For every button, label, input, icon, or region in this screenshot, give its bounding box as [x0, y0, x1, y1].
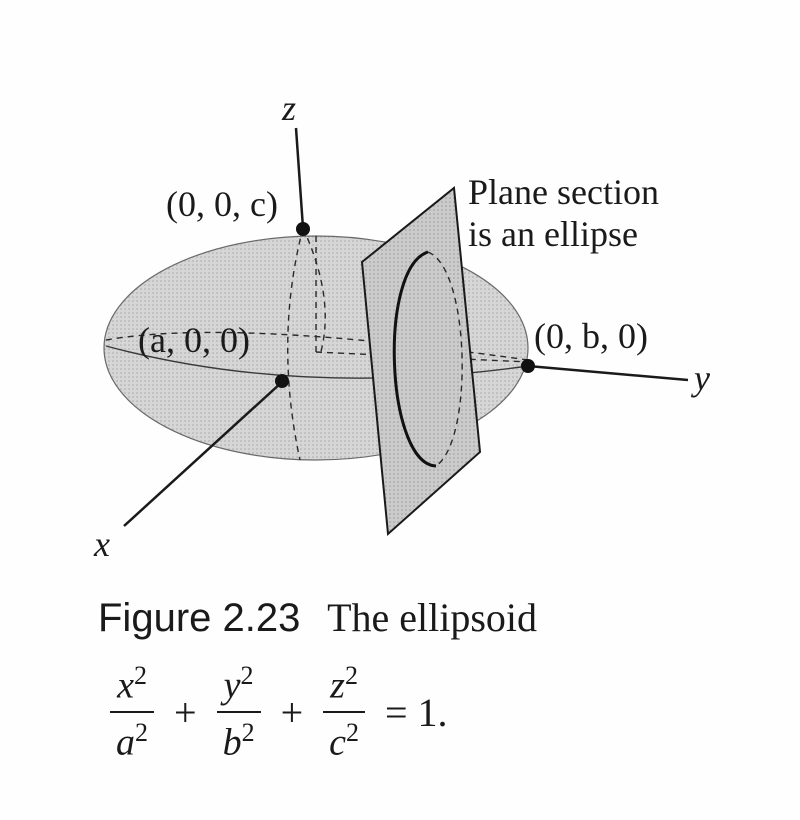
fraction-x-denominator: a [116, 721, 135, 764]
fraction-y-denominator: b [222, 721, 242, 764]
exponent: 2 [133, 661, 147, 690]
fraction-y-numerator: y [223, 664, 241, 707]
exponent: 2 [346, 717, 359, 747]
plus-sign: + [280, 690, 304, 736]
fraction-bar [323, 710, 365, 713]
exponent: 2 [135, 717, 148, 747]
plane-ellipse-hidden [427, 251, 463, 467]
exponent: 2 [240, 661, 254, 690]
figure-label: Figure 2.23 [98, 596, 301, 640]
figure-caption: Figure 2.23 The ellipsoid [98, 595, 538, 640]
z-axis-label: z [281, 88, 296, 128]
x-axis-label: x [93, 524, 110, 564]
plus-sign: + [174, 690, 197, 736]
fraction-y: y2 b2 [216, 661, 261, 764]
figure-title: The ellipsoid [327, 595, 538, 640]
point-front [275, 374, 289, 388]
cutting-plane [360, 186, 482, 537]
point-top-label: (0, 0, c) [166, 184, 278, 224]
fraction-x-numerator: x [117, 664, 134, 707]
fraction-z-denominator: c [329, 721, 346, 764]
ellipsoid-diagram: z y x (0, 0, c) (a, 0, 0) (0, b, 0) Plan… [93, 88, 710, 564]
point-right-label: (0, b, 0) [534, 316, 648, 356]
point-right [521, 359, 535, 373]
callout-line-1: Plane section [468, 172, 659, 212]
fraction-bar [110, 710, 154, 713]
exponent: 2 [344, 661, 358, 690]
y-axis [527, 364, 689, 382]
fraction-z-numerator: z [330, 664, 345, 707]
callout-line-2: is an ellipse [468, 214, 638, 254]
y-axis-label: y [691, 358, 710, 398]
plane-ellipse-section [392, 250, 437, 468]
fraction-x: x2 a2 [110, 662, 154, 763]
point-front-label: (a, 0, 0) [138, 320, 250, 360]
fraction-z: z2 c2 [323, 662, 365, 763]
ellipsoid-equation: x2 a2 + y2 b2 + z2 c2 = 1. [104, 662, 462, 763]
fraction-bar [216, 710, 261, 713]
equals-one: = 1. [385, 690, 448, 736]
point-top [296, 222, 310, 236]
z-axis [294, 127, 305, 229]
x-axis [123, 381, 283, 527]
exponent: 2 [241, 717, 255, 747]
